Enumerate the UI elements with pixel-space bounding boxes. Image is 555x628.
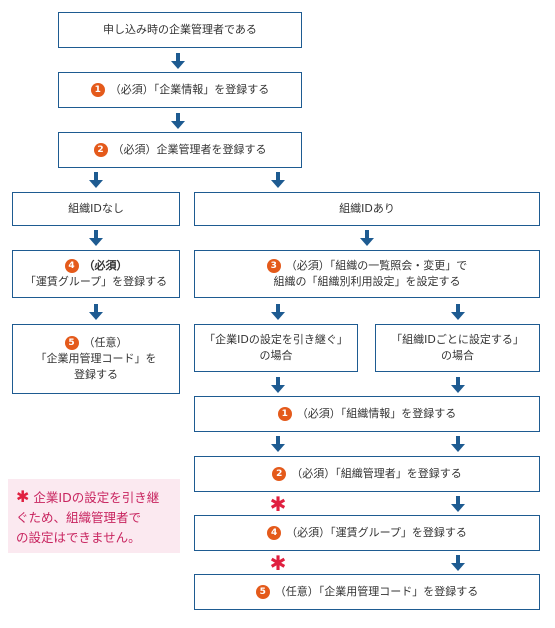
step-1-text: （必須）「企業情報」を登録する xyxy=(109,83,270,96)
branch-has-org-id: 組織IDあり xyxy=(194,192,540,226)
arrow-down xyxy=(451,555,465,571)
right-step-1-org-info: 1 （必須）「組織情報」を登録する xyxy=(194,396,540,432)
left-step-5-line2: 「企業用管理コード」を xyxy=(35,352,157,365)
branch-no-org-id-text: 組織IDなし xyxy=(68,202,124,215)
arrow-down xyxy=(271,304,285,320)
left-step-5-mgmt-code: 5 （任意） 「企業用管理コード」を 登録する xyxy=(12,324,180,394)
badge-1: 1 xyxy=(90,83,105,97)
step-start: 申し込み時の企業管理者である xyxy=(58,12,302,48)
right-step-1-text: （必須）「組織情報」を登録する xyxy=(296,407,457,420)
badge-5: 5 xyxy=(64,336,79,350)
arrow-down xyxy=(171,53,185,69)
arrow-down xyxy=(271,377,285,393)
case-per-org-line1: 「組織IDごとに設定する」 xyxy=(391,333,524,346)
left-step-4-fare-group: 4 （必須） 「運賃グループ」を登録する xyxy=(12,250,180,298)
branch-has-org-id-text: 組織IDあり xyxy=(339,202,395,215)
right-step-4-fare-group: 4 （必須）「運賃グループ」を登録する xyxy=(194,515,540,551)
right-step-5-text: （任意）「企業用管理コード」を登録する xyxy=(274,585,479,598)
left-step-5-line3: 登録する xyxy=(74,368,118,381)
case-per-org-line2: の場合 xyxy=(441,349,474,362)
badge-2: 2 xyxy=(93,143,108,157)
badge-2: 2 xyxy=(272,467,287,481)
badge-1: 1 xyxy=(277,407,292,421)
asterisk-icon: ✱ xyxy=(269,492,287,516)
arrow-down xyxy=(89,172,103,188)
asterisk-icon: ✱ xyxy=(269,551,287,575)
note-box: ✱ 企業IDの設定を引き継 ぐため、組織管理者で の設定はできません。 xyxy=(8,479,180,553)
arrow-down xyxy=(451,304,465,320)
note-line3: の設定はできません。 xyxy=(16,530,141,545)
case-inherit-line2: の場合 xyxy=(259,349,293,362)
right-step-4-text: （必須）「運賃グループ」を登録する xyxy=(286,526,467,539)
badge-5: 5 xyxy=(255,585,270,599)
badge-3: 3 xyxy=(266,259,281,273)
right-step-2-text: （必須）「組織管理者」を登録する xyxy=(291,467,462,480)
note-line1: 企業IDの設定を引き継 xyxy=(33,490,160,505)
branch-no-org-id: 組織IDなし xyxy=(12,192,180,226)
arrow-down xyxy=(271,436,285,452)
arrow-down xyxy=(451,436,465,452)
step-3-org-settings: 3 （必須）「組織の一覧照会・変更」で 組織の「組織別利用設定」を設定する xyxy=(194,250,540,298)
left-step-4-line1: （必須） xyxy=(83,259,128,272)
case-inherit-line1: 「企業IDの設定を引き継ぐ」 xyxy=(204,333,348,346)
arrow-down xyxy=(271,172,285,188)
badge-4: 4 xyxy=(267,526,282,540)
step-2-company-admin: 2 （必須）企業管理者を登録する xyxy=(58,132,302,168)
right-step-2-org-admin: 2 （必須）「組織管理者」を登録する xyxy=(194,456,540,492)
asterisk-icon: ✱ xyxy=(16,487,30,506)
arrow-down xyxy=(451,377,465,393)
arrow-down xyxy=(451,496,465,512)
case-per-org-settings: 「組織IDごとに設定する」 の場合 xyxy=(375,324,540,372)
step-1-company-info: 1 （必須）「企業情報」を登録する xyxy=(58,72,302,108)
arrow-down xyxy=(89,304,103,320)
arrow-down xyxy=(171,113,185,129)
left-step-4-line2: 「運賃グループ」を登録する xyxy=(24,275,168,288)
step-3-line2: 組織の「組織別利用設定」を設定する xyxy=(273,275,461,288)
case-inherit-company-settings: 「企業IDの設定を引き継ぐ」 の場合 xyxy=(194,324,358,372)
note-line2: ぐため、組織管理者で xyxy=(16,510,142,525)
arrow-down xyxy=(89,230,103,246)
step-start-text: 申し込み時の企業管理者である xyxy=(103,23,257,36)
right-step-5-mgmt-code: 5 （任意）「企業用管理コード」を登録する xyxy=(194,574,540,610)
step-3-line1: （必須）「組織の一覧照会・変更」で xyxy=(285,259,468,272)
step-2-text: （必須）企業管理者を登録する xyxy=(112,143,267,156)
arrow-down xyxy=(360,230,374,246)
badge-4: 4 xyxy=(64,259,79,273)
left-step-5-line1: （任意） xyxy=(83,336,128,349)
